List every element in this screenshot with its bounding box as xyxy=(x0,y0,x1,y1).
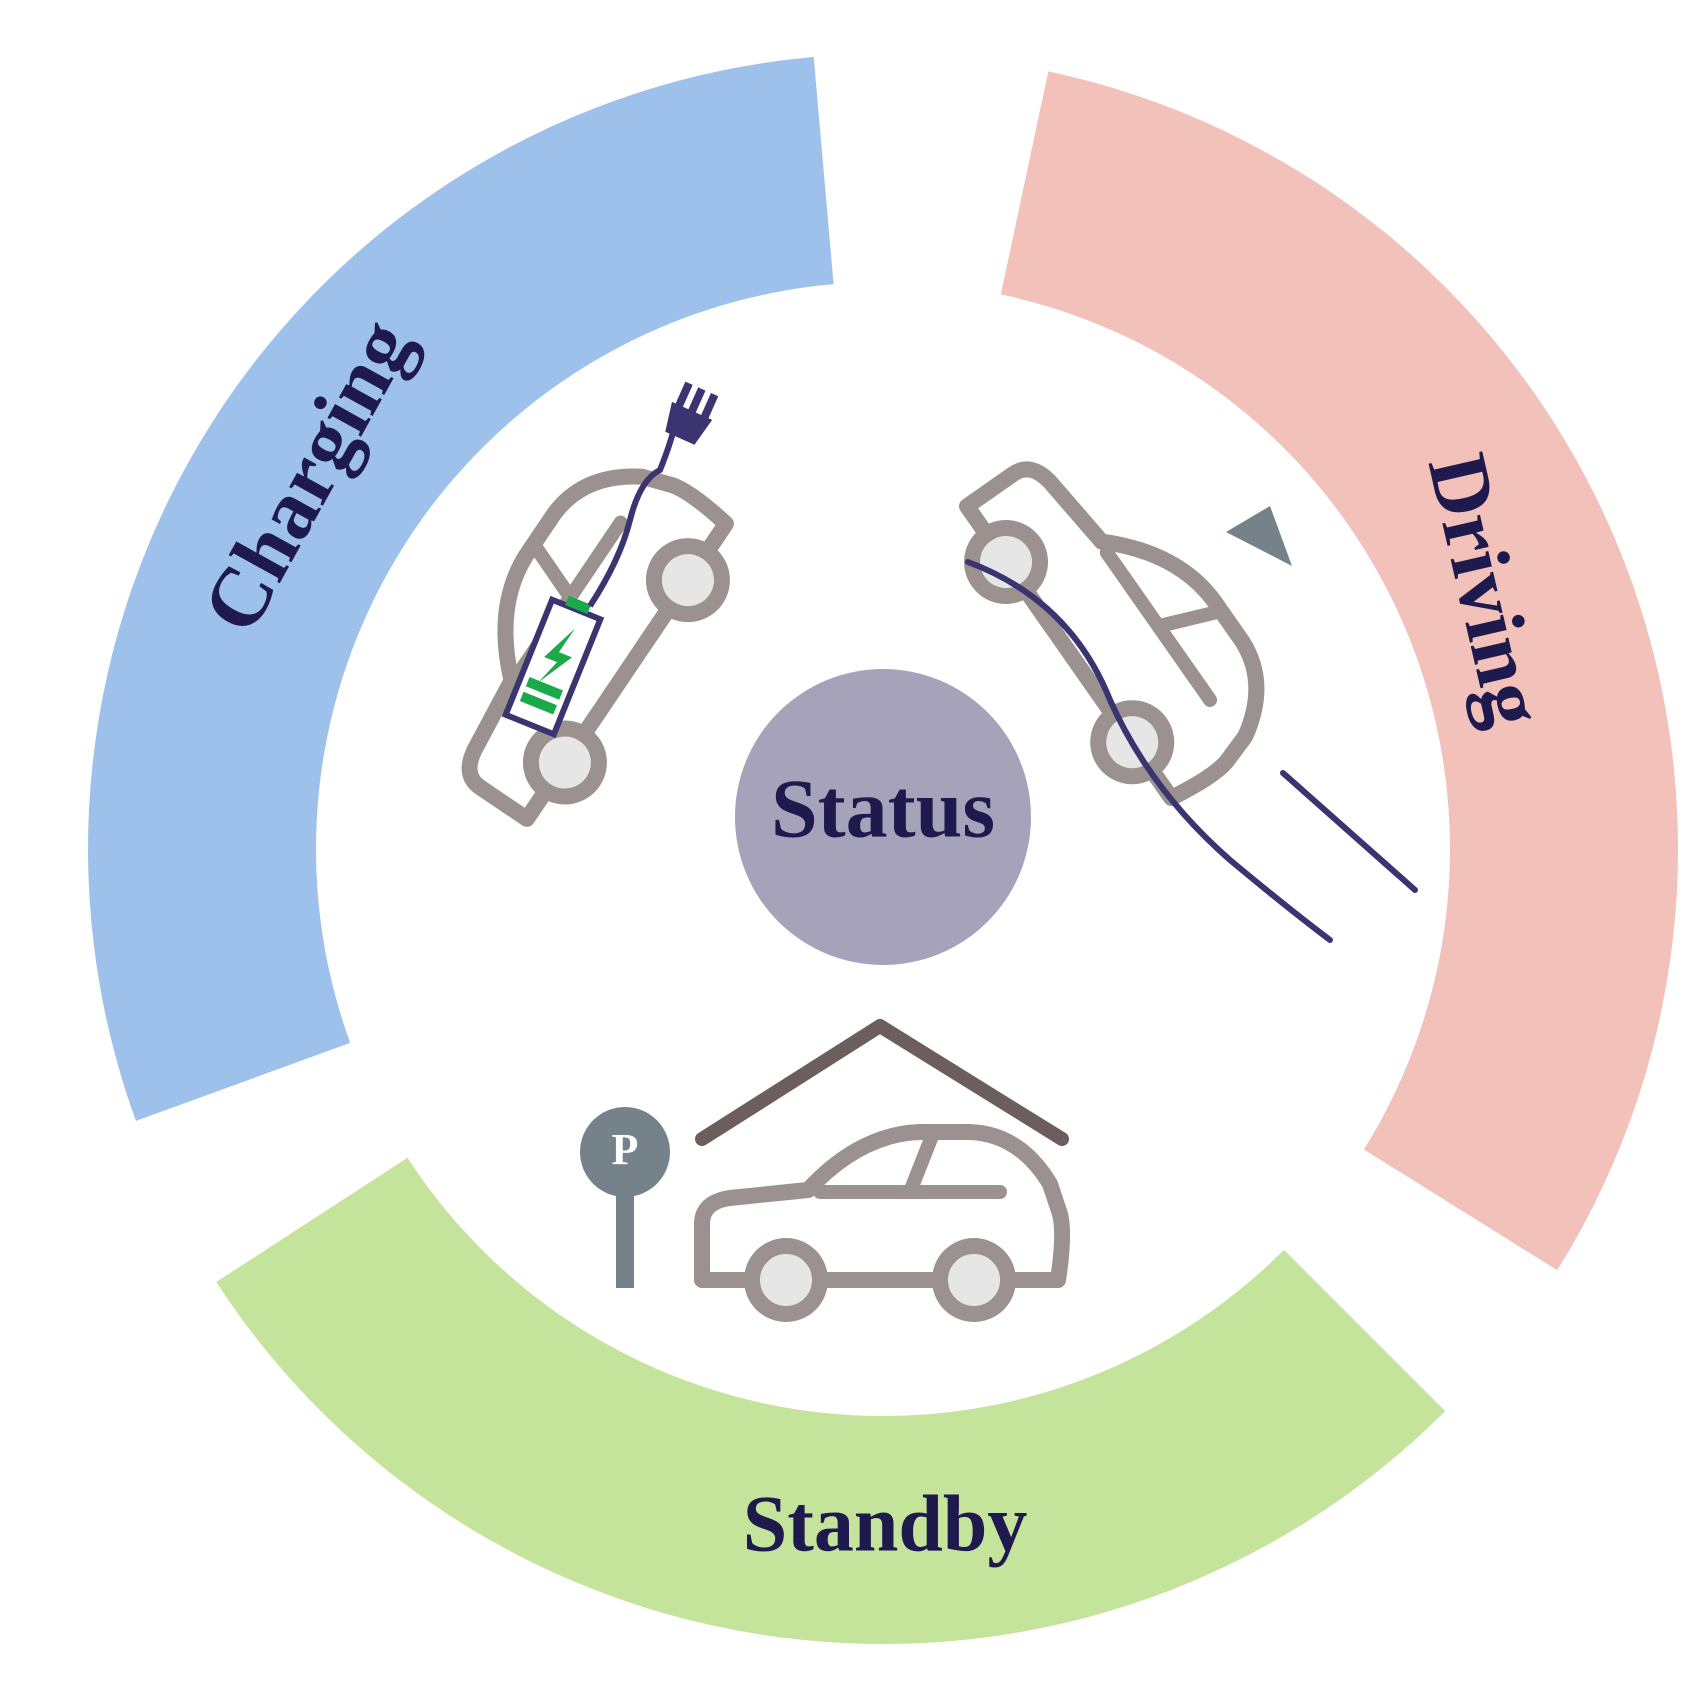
sign-pole xyxy=(616,1180,634,1288)
front-wheel xyxy=(522,720,607,805)
car-body xyxy=(959,461,1265,806)
flag-shape xyxy=(1226,506,1292,566)
lightning-icon xyxy=(538,628,576,683)
front-wheel xyxy=(744,1238,828,1322)
road-line xyxy=(1280,770,1418,893)
plug-icon xyxy=(665,381,719,445)
battery-bar xyxy=(519,691,557,715)
sign-disc xyxy=(580,1107,670,1197)
plug-body xyxy=(665,401,713,445)
car-body xyxy=(461,468,734,827)
flag-icon xyxy=(1226,506,1292,566)
driving-segment xyxy=(1000,71,1678,1271)
status-circle xyxy=(735,669,1031,965)
plug-prong xyxy=(674,381,693,409)
plug-prong xyxy=(700,393,719,421)
charging-cable xyxy=(587,419,679,608)
car-pillar-line xyxy=(1151,605,1224,634)
standby-segment xyxy=(216,1157,1446,1644)
carport-roof-icon xyxy=(695,1019,1069,1146)
charging-car-icon xyxy=(461,468,734,827)
car-pillar-line xyxy=(529,540,578,605)
rear-wheel xyxy=(645,538,730,623)
status-label: Status xyxy=(771,762,995,855)
road-line xyxy=(965,559,1333,943)
car-body xyxy=(694,1124,1071,1288)
parking-sign-label: P xyxy=(612,1125,639,1174)
charging-segment xyxy=(87,57,834,1121)
car-pillar-line xyxy=(903,1129,939,1199)
battery-icon xyxy=(501,595,605,739)
rear-wheel xyxy=(932,1238,1016,1322)
parked-car-icon xyxy=(694,1124,1071,1322)
parking-sign-icon: P xyxy=(580,1107,670,1288)
battery-cap xyxy=(565,595,592,615)
battery-bar xyxy=(525,676,563,700)
plug-prong xyxy=(687,387,706,415)
standby-label: Standby xyxy=(743,1480,1028,1568)
driving-car-icon xyxy=(959,461,1265,806)
